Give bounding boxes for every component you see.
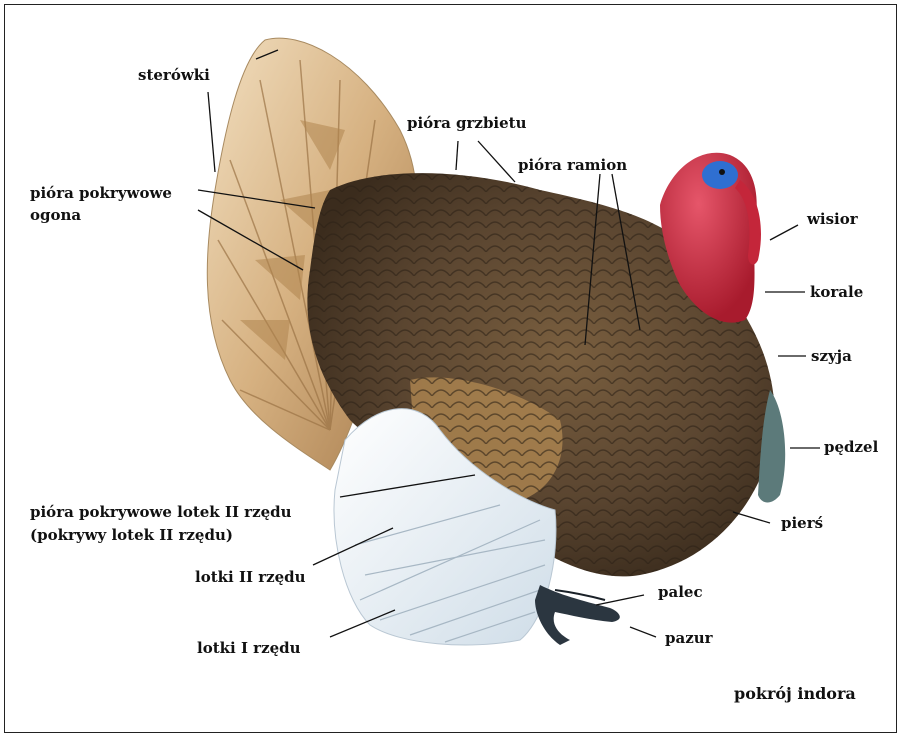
label-korale: korale: [810, 283, 863, 301]
label-wisior: wisior: [807, 210, 858, 228]
label-piora-pokrywowe-ogona-line1: pióra pokrywowe: [30, 184, 172, 202]
label-sterowki: sterówki: [138, 66, 210, 84]
label-piora-grzbietu: pióra grzbietu: [407, 114, 527, 132]
diagram-caption: pokrój indora: [734, 685, 856, 703]
label-lotki-i-rzedu: lotki I rzędu: [197, 639, 301, 657]
label-pokrywowe-lotek-line2: (pokrywy lotek II rzędu): [30, 526, 233, 544]
label-piora-ramion: pióra ramion: [518, 156, 627, 174]
label-palec: palec: [658, 583, 703, 601]
label-pokrywowe-lotek-line1: pióra pokrywowe lotek II rzędu: [30, 503, 292, 521]
label-lotki-ii-rzedu: lotki II rzędu: [195, 568, 306, 586]
label-pazur: pazur: [665, 629, 713, 647]
turkey-feet: [535, 585, 620, 645]
label-szyja: szyja: [811, 347, 852, 365]
label-piers: pierś: [781, 514, 823, 532]
label-piora-pokrywowe-ogona-line2: ogona: [30, 206, 81, 224]
label-pedzel: pędzel: [824, 438, 878, 456]
